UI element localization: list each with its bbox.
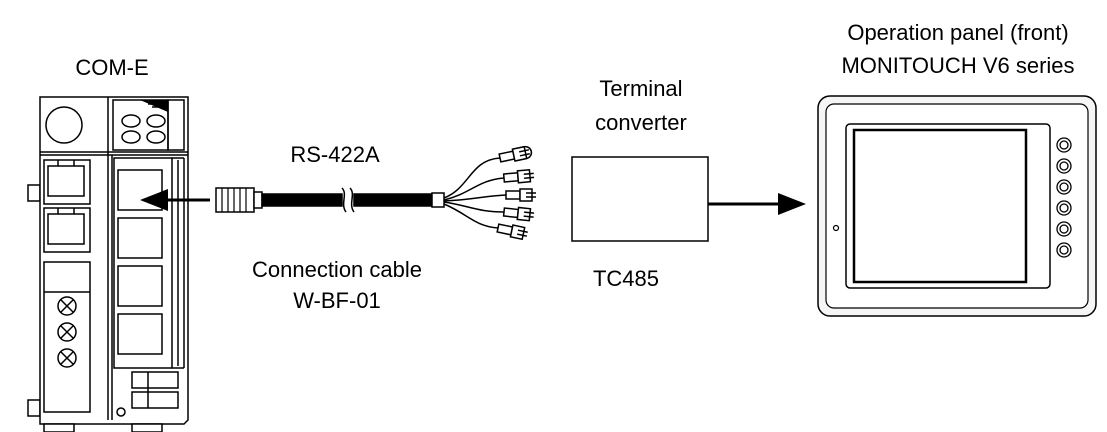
rs422a-label: RS-422A bbox=[290, 142, 380, 167]
panel-bezel bbox=[845, 123, 1051, 289]
panel-screen bbox=[852, 128, 1028, 284]
panel-label-line2: MONITOUCH V6 series bbox=[841, 53, 1074, 78]
terminal-label-line2: converter bbox=[595, 110, 687, 135]
panel-indicator-dot bbox=[832, 224, 840, 232]
com-e-terminal-block bbox=[43, 261, 91, 413]
arrow-to-com-e bbox=[140, 189, 210, 211]
connection-cable bbox=[215, 157, 507, 229]
com-e-knob bbox=[45, 106, 83, 144]
arrow-to-panel bbox=[708, 193, 806, 215]
panel-label-line1: Operation panel (front) bbox=[847, 20, 1068, 45]
operation-panel bbox=[817, 95, 1097, 317]
terminal-converter-box bbox=[571, 156, 709, 242]
cable-name-label: Connection cable bbox=[252, 257, 422, 282]
spade-terminals bbox=[496, 145, 536, 241]
com-e-right-ports bbox=[113, 157, 185, 369]
com-e-left-ports bbox=[43, 159, 91, 253]
cable-model-label: W-BF-01 bbox=[293, 288, 381, 313]
terminal-label-line1: Terminal bbox=[599, 76, 682, 101]
tc485-label: TC485 bbox=[593, 266, 659, 291]
panel-side-buttons bbox=[1056, 137, 1072, 258]
com-e-unit bbox=[27, 96, 189, 432]
com-e-label: COM-E bbox=[75, 55, 148, 80]
